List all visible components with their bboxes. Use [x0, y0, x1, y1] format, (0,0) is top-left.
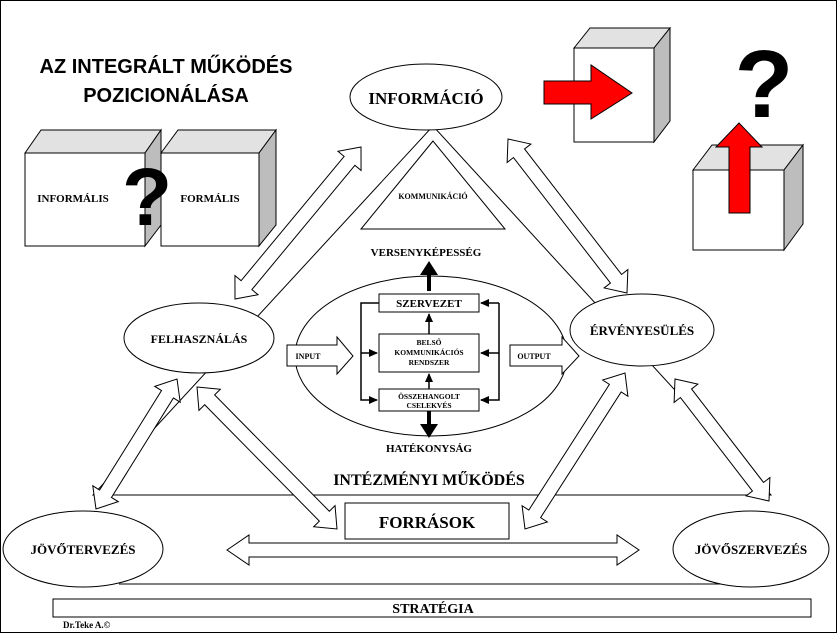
- arrow-info-felhasznalas: [234, 146, 362, 300]
- output-arrow: [509, 335, 580, 376]
- node-felhasznalas: [123, 302, 275, 374]
- box-szervezet-label: SZERVEZET: [396, 298, 462, 310]
- node-informacio: [349, 63, 503, 131]
- arrow-felhasznalas-forrasok: [196, 386, 338, 530]
- strategy-label: STRATÉGIA: [392, 600, 474, 617]
- node-jovoszervezes: [672, 510, 830, 588]
- box2-line-2: KOMMUNIKÁCIÓS: [394, 347, 463, 357]
- strategy-bar: [52, 598, 812, 618]
- node-informacio-label: INFORMÁCIÓ: [368, 89, 483, 108]
- box3-line-2: CSELEKVÉS: [406, 400, 451, 410]
- informal-label: INFORMÁLIS: [37, 193, 109, 205]
- headline-line-2: POZICIONÁLÁSA: [83, 84, 249, 107]
- informal-cube: INFORMÁLIS: [24, 128, 162, 248]
- headline-line-1: AZ INTEGRÁLT MŰKÖDÉS: [40, 55, 293, 78]
- box3-line-1: ÖSSZEHANGOLT: [398, 392, 460, 401]
- node-jovotervezes-label: JÖVŐTERVEZÉS: [30, 542, 135, 557]
- output-label: OUTPUT: [517, 352, 551, 361]
- arrow-jovotervezes-jovoszervezes: [226, 534, 640, 566]
- box-belso-kommunikacio: [378, 333, 480, 373]
- double-arrows: [92, 138, 771, 566]
- inner-feedback-loop: [360, 299, 500, 404]
- box2-line-1: BELSŐ: [416, 337, 441, 347]
- arrow-info-ervenyesules: [506, 138, 629, 294]
- formal-label: FORMÁLIS: [180, 193, 239, 205]
- node-ervenyesules: [569, 293, 715, 367]
- node-ervenyesules-label: ÉRVÉNYESÜLÉS: [590, 323, 694, 338]
- question-mark-left: ?: [122, 152, 172, 243]
- node-jovotervezes: [2, 510, 164, 588]
- arrow-to-competitiveness-head: [420, 261, 438, 275]
- red-up-arrow: [714, 122, 764, 214]
- arrow-to-efficiency-head: [420, 424, 438, 438]
- node-felhasznalas-label: FELHASZNÁLÁS: [151, 332, 248, 346]
- input-label: INPUT: [296, 352, 322, 361]
- communication-triangle: [359, 140, 507, 230]
- arrow-ervenyesules-jovoszervezes: [673, 378, 771, 502]
- formal-cube: FORMÁLIS: [160, 128, 277, 248]
- arrow-ervenyesules-forrasok: [521, 372, 629, 530]
- sources-box: [344, 502, 510, 540]
- node-jovoszervezes-label: JÖVŐSZERVEZÉS: [695, 542, 807, 557]
- box2-line-3: RENDSZER: [409, 358, 450, 367]
- efficiency-label: HATÉKONYSÁG: [386, 443, 472, 455]
- competitiveness-label: VERSENYKÉPESSÉG: [371, 247, 482, 259]
- red-right-arrow: [543, 64, 633, 120]
- author-credit: Dr.Teke A.©: [63, 620, 111, 630]
- institutional-operation-label: INTÉZMÉNYI MŰKÖDÉS: [333, 470, 525, 489]
- communication-label: KOMMUNIKÁCIÓ: [398, 191, 467, 201]
- sources-label: FORRÁSOK: [379, 513, 476, 532]
- arrow-felhasznalas-jovotervezes: [92, 378, 181, 510]
- question-mark-right: ?: [735, 31, 794, 138]
- input-arrow: [286, 335, 354, 376]
